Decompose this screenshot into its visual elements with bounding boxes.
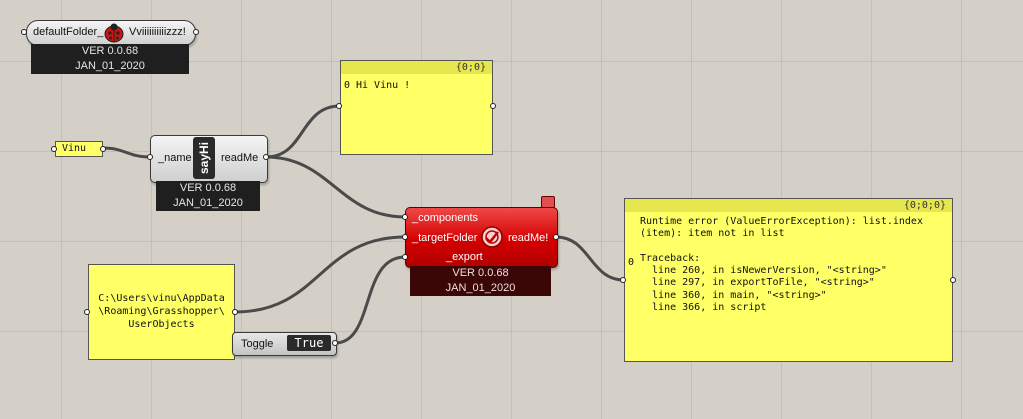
export-version-badge: VER 0.0.68 JAN_01_2020 (410, 266, 551, 296)
wire-toggle-to-export (334, 255, 406, 345)
hi-vinu-panel[interactable]: {0;0} 0 Hi Vinu ! (340, 60, 493, 155)
path-panel-line: C:\Users\vinu\AppData (98, 293, 225, 304)
export-input-export: _export (446, 251, 483, 263)
hi-vinu-panel-index: 0 (344, 80, 351, 91)
default-folder-input-label: defaultFolder_ (33, 26, 104, 38)
sayhi-output-label: readMe (221, 152, 259, 164)
sayhi-output-port[interactable] (263, 154, 269, 160)
toggle-label: Toggle (241, 338, 274, 350)
sayhi-nickname: sayHi (197, 141, 211, 175)
default-folder-output-port[interactable] (193, 29, 199, 35)
hi-vinu-panel-output-port[interactable] (490, 103, 496, 109)
export-input-targetfolder: _targetFolder (412, 232, 478, 244)
sayhi-component[interactable]: _name sayHi readMe (150, 135, 268, 183)
ladybug-icon (104, 23, 124, 43)
sayhi-input-port[interactable] (147, 154, 153, 160)
toggle-value[interactable]: True (287, 335, 331, 351)
error-panel-text: Runtime error (ValueErrorException): lis… (640, 216, 923, 314)
hi-vinu-panel-text: Hi Vinu ! (356, 80, 411, 91)
error-line: line 366, in script (640, 302, 767, 314)
error-panel-header: {0;0;0} (625, 199, 952, 212)
error-line: line 360, in main, "<string>" (640, 289, 827, 301)
path-panel-line: UserObjects (128, 319, 195, 330)
wire-path-to-targetfolder (234, 235, 406, 314)
error-line: (item): item not in list (640, 228, 785, 240)
error-panel-output-port[interactable] (950, 277, 956, 283)
error-panel[interactable]: {0;0;0} 0 Runtime error (ValueErrorExcep… (624, 198, 953, 362)
sayhi-input-label: _name (158, 152, 192, 164)
export-output-port[interactable] (553, 234, 559, 240)
vinu-panel-input-port[interactable] (51, 146, 57, 152)
default-folder-version: VER 0.0.68 (81, 45, 139, 57)
error-line: line 260, in isNewerVersion, "<string>" (640, 265, 887, 277)
export-date: JAN_01_2020 (445, 282, 516, 294)
export-icon (481, 226, 503, 248)
toggle-output-port[interactable] (332, 340, 338, 346)
export-port-components[interactable] (402, 214, 408, 220)
default-folder-component[interactable]: defaultFolder_ Vviiiiiiiiiizzz! (26, 20, 196, 46)
default-folder-input-port[interactable] (21, 29, 27, 35)
sayhi-version: VER 0.0.68 (179, 182, 237, 194)
vinu-panel-text: Vinu (62, 143, 87, 154)
export-version: VER 0.0.68 (452, 267, 509, 279)
wire-readme-to-components (265, 155, 406, 219)
error-line: line 297, in exportToFile, "<string>" (640, 277, 875, 289)
path-panel-line: \Roaming\Grasshopper\ (98, 306, 225, 317)
error-line: Traceback: (640, 252, 701, 264)
export-input-components: _components (412, 212, 479, 224)
wire-export-to-errorpanel (555, 235, 625, 282)
default-folder-version-badge: VER 0.0.68 JAN_01_2020 (31, 44, 189, 74)
path-panel-input-port[interactable] (84, 309, 90, 315)
export-component[interactable]: _components _targetFolder _export readMe… (405, 207, 558, 268)
boolean-toggle[interactable]: Toggle True (232, 332, 337, 356)
hi-vinu-panel-input-port[interactable] (336, 103, 342, 109)
sayhi-date: JAN_01_2020 (173, 197, 243, 209)
sayhi-version-badge: VER 0.0.68 JAN_01_2020 (156, 181, 260, 211)
default-folder-output-label: Vviiiiiiiiiizzz! (129, 26, 186, 38)
error-line: Runtime error (ValueErrorException): lis… (640, 216, 923, 227)
export-port-targetfolder[interactable] (402, 234, 408, 240)
default-folder-date: JAN_01_2020 (75, 60, 145, 72)
hi-vinu-panel-header: {0;0} (341, 61, 492, 74)
warning-flag-icon (541, 196, 555, 208)
export-port-export[interactable] (402, 254, 408, 260)
sayhi-nickname-box: sayHi (193, 137, 215, 179)
error-panel-input-port[interactable] (620, 277, 626, 283)
error-panel-index: 0 (628, 257, 635, 268)
wire-readme-to-hipanel (265, 104, 341, 159)
export-output-label: readMe! (508, 232, 549, 244)
error-line (640, 241, 923, 253)
wire-vinu-to-name (102, 146, 151, 159)
path-panel-output-port[interactable] (232, 309, 238, 315)
path-panel[interactable]: C:\Users\vinu\AppData \Roaming\Grasshopp… (88, 264, 235, 360)
vinu-panel[interactable]: Vinu (55, 141, 103, 157)
vinu-panel-output-port[interactable] (100, 146, 106, 152)
